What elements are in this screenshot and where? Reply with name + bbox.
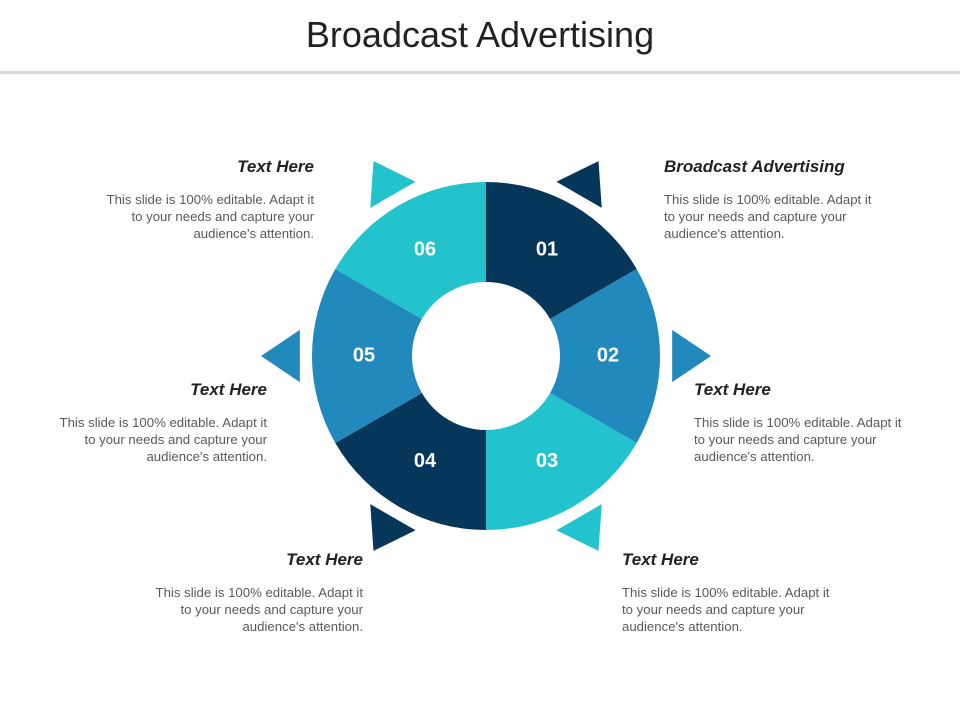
- ring-segments: [312, 182, 660, 530]
- callout-04-heading: Text Here: [286, 550, 363, 569]
- pointer-triangle-05: [261, 329, 300, 383]
- segment-label-03: 03: [536, 450, 558, 472]
- title-divider: [0, 71, 960, 74]
- callout-02: Text Here This slide is 100% editable. A…: [694, 380, 916, 465]
- segment-label-01: 01: [536, 239, 558, 261]
- callout-01: Broadcast Advertising This slide is 100%…: [664, 157, 886, 242]
- ring-segment-01: [486, 182, 637, 319]
- callout-06-heading: Text Here: [237, 157, 314, 176]
- pointer-triangle-03: [556, 504, 602, 551]
- callout-03-text: This slide is 100% editable. Adapt it to…: [622, 585, 830, 634]
- callout-05-text: This slide is 100% editable. Adapt it to…: [59, 415, 267, 464]
- ring-segment-03: [486, 393, 637, 530]
- callout-06: Text Here This slide is 100% editable. A…: [92, 157, 314, 242]
- ring-segment-04: [335, 393, 486, 530]
- callout-05-heading: Text Here: [190, 380, 267, 399]
- segment-label-02: 02: [597, 344, 619, 366]
- callout-01-text: This slide is 100% editable. Adapt it to…: [664, 192, 872, 241]
- callout-03-heading: Text Here: [622, 550, 699, 569]
- segment-labels: 01 02 03 04 05 06: [353, 239, 619, 472]
- callout-06-text: This slide is 100% editable. Adapt it to…: [106, 192, 314, 241]
- pointer-triangle-06: [370, 161, 416, 208]
- callout-04: Text Here This slide is 100% editable. A…: [141, 550, 363, 635]
- callout-04-text: This slide is 100% editable. Adapt it to…: [155, 585, 363, 634]
- page-title: Broadcast Advertising: [305, 14, 655, 55]
- ring-segment-02: [550, 269, 660, 443]
- pointer-triangles: [261, 161, 711, 551]
- pointer-triangle-04: [370, 504, 416, 551]
- segment-label-05: 05: [353, 344, 375, 366]
- callout-02-text: This slide is 100% editable. Adapt it to…: [694, 415, 902, 464]
- pointer-triangle-01: [556, 161, 602, 208]
- segment-label-04: 04: [414, 450, 437, 472]
- pointer-triangle-02: [672, 329, 711, 383]
- callout-02-heading: Text Here: [694, 380, 771, 399]
- callout-03: Text Here This slide is 100% editable. A…: [622, 550, 844, 635]
- segment-label-06: 06: [414, 239, 436, 261]
- ring-segment-06: [335, 182, 486, 319]
- callout-01-heading: Broadcast Advertising: [664, 157, 845, 176]
- ring-segment-05: [312, 269, 422, 443]
- callout-05: Text Here This slide is 100% editable. A…: [45, 380, 267, 465]
